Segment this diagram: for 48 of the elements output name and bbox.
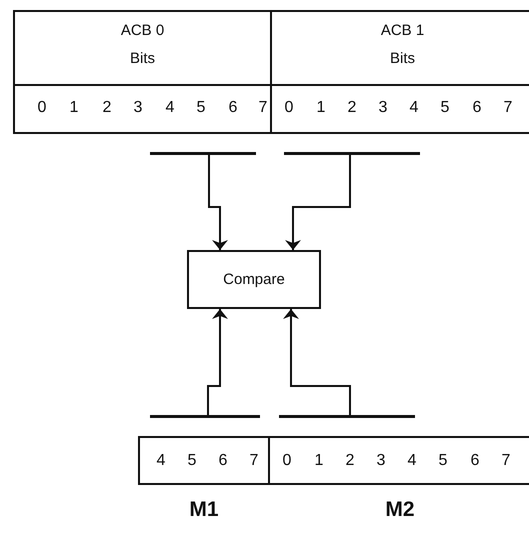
bit-number: 1 (316, 99, 326, 117)
bit-number: 2 (344, 452, 356, 470)
bit-number: 6 (228, 99, 238, 117)
bit-number: 2 (346, 99, 358, 117)
bit-number: 0 (282, 452, 292, 470)
arrow (207, 309, 228, 415)
bit-number: 4 (406, 452, 418, 470)
register-name: ACB 1 (380, 22, 426, 39)
field-label: Bits (128, 50, 156, 67)
bit-field-row (138, 436, 270, 485)
bus-bar (150, 415, 260, 418)
bit-number: 0 (36, 99, 48, 117)
register-header-cell (13, 10, 272, 86)
bit-number: 6 (470, 452, 480, 470)
bit-number: 5 (438, 452, 448, 470)
register-label: M1 (188, 498, 220, 522)
arrow (283, 309, 351, 415)
field-label: Bits (388, 50, 416, 67)
bit-field-row (268, 436, 529, 485)
bit-number: 0 (284, 99, 294, 117)
box-label: Compare (223, 271, 285, 288)
register-label: M2 (384, 498, 416, 522)
bit-number: 1 (68, 99, 80, 117)
bus-bar (150, 152, 256, 155)
bit-number: 3 (378, 99, 388, 117)
bit-number: 7 (502, 99, 514, 117)
bit-field-row (13, 84, 272, 134)
bit-number: 3 (376, 452, 386, 470)
arrow (285, 155, 351, 250)
bit-number: 5 (186, 452, 198, 470)
bit-number: 1 (314, 452, 324, 470)
bit-number: 6 (218, 452, 228, 470)
bit-number: 5 (196, 99, 206, 117)
bit-number: 7 (258, 99, 268, 117)
bus-bar (284, 152, 420, 155)
bit-number: 5 (440, 99, 450, 117)
arrow (208, 155, 228, 250)
bit-number: 2 (102, 99, 112, 117)
process-box (187, 250, 321, 309)
bit-number: 4 (408, 99, 420, 117)
register-name: ACB 0 (120, 22, 166, 39)
bit-number: 6 (472, 99, 482, 117)
bit-number: 3 (132, 99, 144, 117)
bit-number: 7 (248, 452, 260, 470)
bit-number: 7 (500, 452, 512, 470)
bus-bar (279, 415, 415, 418)
bit-number: 4 (164, 99, 176, 117)
bit-number: 4 (156, 452, 166, 470)
